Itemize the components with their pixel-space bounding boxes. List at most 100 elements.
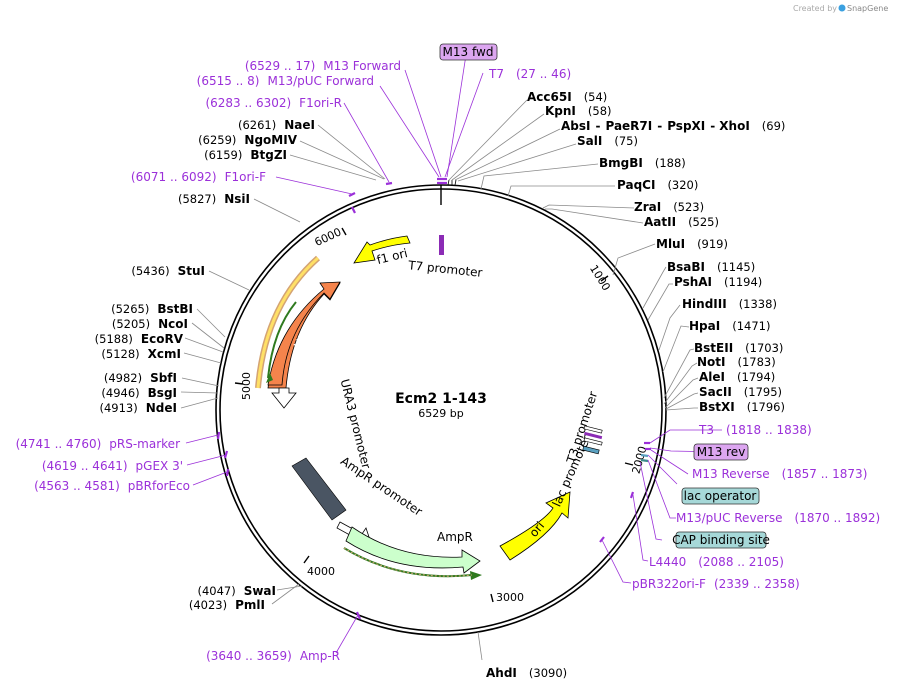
enzyme-pmli-pos: (4023) (189, 598, 227, 612)
primer-f1ori-f[interactable]: F1ori-F (225, 170, 266, 184)
enzyme-absi[interactable]: AbsI (561, 119, 590, 133)
enzyme-bmgbi-pos: (188) (655, 156, 686, 170)
enzyme-bsabi[interactable]: BsaBI (667, 260, 705, 274)
primer-pgex3[interactable]: pGEX 3' (136, 459, 183, 473)
enzyme-hindiii-pos: (1338) (739, 297, 777, 311)
svg-text:pBR322ori-F(2339 .. 2358): pBR322ori-F (2339 .. 2358) (632, 577, 800, 591)
enzyme-nsii[interactable]: NsiI (224, 192, 250, 206)
enzyme-swai[interactable]: SwaI (244, 584, 276, 598)
enzyme-bstbi-pos: (5265) (111, 302, 149, 316)
plasmid-name: Ecm2 1-143 (395, 391, 487, 407)
enzyme-mlui[interactable]: MluI (656, 237, 685, 251)
enzyme-xhoi[interactable]: XhoI (719, 119, 750, 133)
m13-rev-box[interactable] (693, 443, 749, 461)
enzyme-ahdi[interactable]: AhdI (486, 666, 517, 680)
lac-operator-marker (640, 458, 649, 463)
primer-l4440[interactable]: L4440 (649, 555, 686, 569)
enzyme-kpni[interactable]: KpnI (545, 104, 576, 118)
primer-m13puc-forward[interactable]: M13/pUC Forward (267, 74, 374, 88)
enzyme-alei[interactable]: AleI (699, 370, 725, 384)
enzyme-sbfi[interactable]: SbfI (150, 371, 177, 385)
enzyme-ndei[interactable]: NdeI (146, 401, 177, 415)
enzyme-pshai[interactable]: PshAI (674, 275, 712, 289)
svg-text:(3640 .. 3659)Amp-R: (3640 .. 3659)Amp-R (206, 649, 340, 663)
orf-green-arc (267, 301, 297, 379)
enzyme-aatii-pos: (525) (688, 215, 719, 229)
svg-text:(5265)BstBI: (5265) BstBI (111, 302, 193, 316)
enzyme-bstxi-pos: (1796) (747, 400, 785, 414)
enzyme-sbfi-pos: (4982) (104, 371, 142, 385)
enzyme-noti[interactable]: NotI (697, 355, 726, 369)
svg-text:AatII(525): AatII (525) (644, 215, 719, 229)
enzyme-zrai[interactable]: ZraI (634, 200, 661, 214)
enzyme-ncoi[interactable]: NcoI (158, 317, 188, 331)
enzyme-pmli[interactable]: PmlI (235, 598, 265, 612)
primer-m13-reverse[interactable]: M13 Reverse (692, 467, 770, 481)
f1-ori-feature[interactable] (353, 235, 411, 264)
enzyme-bsgi[interactable]: BsgI (148, 386, 177, 400)
enzyme-xcmi[interactable]: XcmI (148, 347, 181, 361)
enzyme-ngomiv-pos: (6259) (198, 133, 236, 147)
enzyme-hindiii[interactable]: HindIII (682, 297, 727, 311)
primer-leaders (185, 54, 723, 654)
enzyme-stui[interactable]: StuI (178, 264, 205, 278)
cen-ars-feature[interactable] (291, 457, 347, 521)
ampr-orf-arrowhead-icon (470, 571, 482, 580)
primer-pbrforeco[interactable]: pBRforEco (128, 479, 190, 493)
primer-f1ori-r-pos: (6283 .. 6302) (205, 96, 291, 110)
enzyme-sacii-pos: (1795) (744, 385, 782, 399)
ura3-promoter-arrow[interactable] (271, 387, 297, 409)
enzyme-paqci[interactable]: PaqCI (617, 178, 655, 192)
tick-label-5000: 5000 (240, 372, 253, 400)
primer-pbr322ori-f[interactable]: pBR322ori-F (632, 577, 706, 591)
enzyme-bsteii[interactable]: BstEII (694, 341, 733, 355)
enzyme-noti-pos: (1783) (738, 355, 776, 369)
enzyme-ngomiv[interactable]: NgoMIV (244, 133, 297, 147)
primer-ticks (216, 177, 651, 620)
svg-text:(6071 .. 6092)F1ori-F: (6071 .. 6092)F1ori-F (131, 170, 266, 184)
m13-fwd-box[interactable] (439, 43, 498, 61)
enzyme-bmgbi[interactable]: BmgBI (599, 156, 643, 170)
enzyme-bsabi-pos: (1145) (717, 260, 755, 274)
primer-t7[interactable]: T7 (488, 67, 504, 81)
svg-text:(6261)NaeI: (6261)NaeI (238, 118, 315, 132)
enzyme-acc65i[interactable]: Acc65I (527, 90, 572, 104)
svg-text:(4619 .. 4641)pGEX 3': (4619 .. 4641)pGEX 3' (42, 459, 183, 473)
enzyme-btgzi[interactable]: BtgZI (250, 148, 287, 162)
enzyme-sali[interactable]: SalI (577, 134, 602, 148)
enzyme-nsii-pos: (5827) (178, 192, 216, 206)
ampr-promoter-label: AmpR promoter (338, 454, 425, 519)
primer-pbr322ori-f-pos: (2339 .. 2358) (714, 577, 800, 591)
enzyme-bstbi[interactable]: BstBI (157, 302, 193, 316)
enzyme-naei[interactable]: NaeI (284, 118, 315, 132)
primer-prs-marker[interactable]: pRS-marker (109, 437, 180, 451)
svg-text:(5205)NcoI: (5205)NcoI (112, 317, 188, 331)
svg-text:NotI(1783): NotI (1783) (697, 355, 776, 369)
enzyme-labels-left: (4023)PmlI (4047)SwaI (4913)NdeI (4946)B… (95, 118, 315, 612)
ampr-feature[interactable] (345, 526, 481, 574)
enzyme-ecorv[interactable]: EcoRV (141, 332, 184, 346)
primer-pbrforeco-pos: (4563 .. 4581) (34, 479, 120, 493)
enzyme-paer7i[interactable]: PaeR7I (605, 119, 652, 133)
primer-m13puc-forward-pos: (6515 .. 8) (197, 74, 260, 88)
svg-text:M13 Reverse(1857 .. 1873): M13 Reverse(1857 .. 1873) (692, 467, 867, 481)
primer-t3[interactable]: T3 (698, 423, 714, 437)
cap-binding-site-box[interactable] (675, 531, 767, 549)
enzyme-sacii[interactable]: SacII (699, 385, 732, 399)
primer-m13puc-reverse[interactable]: M13/pUC Reverse (676, 511, 783, 525)
svg-text:(6283 .. 6302)F1ori-R: (6283 .. 6302) F1ori-R (205, 96, 342, 110)
primer-m13-forward[interactable]: M13 Forward (323, 59, 401, 73)
svg-text:(5188)EcoRV: (5188)EcoRV (95, 332, 184, 346)
svg-text:(4741 .. 4760)pRS-marker: (4741 .. 4760)pRS-marker (16, 437, 180, 451)
t7-promoter-arrow[interactable] (439, 235, 444, 255)
primer-f1ori-r[interactable]: F1ori-R (299, 96, 342, 110)
svg-text:(5128)XcmI: (5128)XcmI (101, 347, 181, 361)
enzyme-bstxi[interactable]: BstXI (699, 400, 735, 414)
primer-amp-r[interactable]: Amp-R (300, 649, 340, 663)
enzyme-hpai[interactable]: HpaI (689, 319, 720, 333)
enzyme-aatii[interactable]: AatII (644, 215, 676, 229)
ori-feature[interactable] (499, 491, 571, 561)
lac-operator-box[interactable] (681, 487, 760, 505)
lac-feature-cluster[interactable] (582, 425, 603, 455)
enzyme-pspxi[interactable]: PspXI (667, 119, 705, 133)
